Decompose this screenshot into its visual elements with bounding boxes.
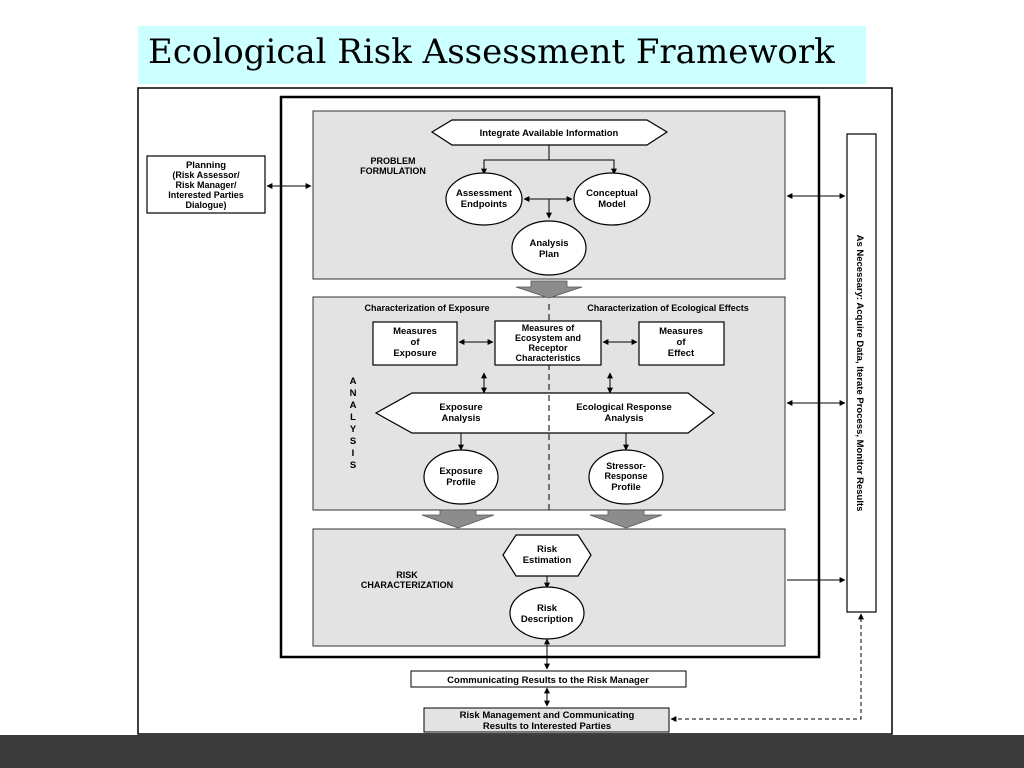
exposure-profile-line-2: Profile bbox=[446, 477, 476, 488]
pf-label-1: PROBLEM bbox=[371, 156, 416, 166]
slide-title: Ecological Risk Assessment Framework bbox=[148, 32, 835, 72]
exposure-analysis-line-1: Exposure bbox=[439, 402, 482, 413]
bottom-frame bbox=[0, 735, 1024, 768]
risk-management-line-1: Risk Management and Communicating bbox=[460, 710, 635, 721]
analysis-letter: A bbox=[350, 400, 357, 411]
communicating-label: Communicating Results to the Risk Manage… bbox=[447, 675, 649, 686]
planning-line-3: Risk Manager/ bbox=[175, 180, 237, 190]
risk-management-line-2: Results to Interested Parties bbox=[483, 721, 611, 732]
analysis-letter: L bbox=[350, 412, 356, 423]
measures-ecosystem-line-1: Measures of bbox=[522, 323, 576, 333]
char-effects-heading: Characterization of Ecological Effects bbox=[587, 303, 749, 313]
stressor-response-ellipse bbox=[588, 449, 664, 505]
rc-label-1: RISK bbox=[396, 570, 418, 580]
conceptual-model-ellipse bbox=[573, 172, 651, 226]
arrow-to-endpoints bbox=[481, 145, 550, 175]
measures-effect-line-1: Measures bbox=[659, 326, 703, 337]
measures-ecosystem-line-3: Receptor bbox=[528, 343, 568, 353]
integrate-info-hexagon bbox=[430, 119, 669, 146]
analysis-letter: Y bbox=[350, 424, 357, 435]
char-exposure-heading: Characterization of Exposure bbox=[364, 303, 489, 313]
management-feedback-dashed bbox=[670, 613, 864, 722]
pf-label-2: FORMULATION bbox=[360, 166, 426, 176]
planning-box bbox=[146, 155, 266, 214]
measures-exposure-line-3: Exposure bbox=[393, 348, 436, 359]
planning-line-4: Interested Parties bbox=[168, 190, 244, 200]
measures-effect-box bbox=[638, 321, 725, 366]
risk-description-line-1: Risk bbox=[537, 603, 558, 614]
endpoints-line-1: Assessment bbox=[456, 188, 513, 199]
analysis-letter: I bbox=[352, 448, 355, 459]
analysis-vertical-label: A N A L Y S I S bbox=[350, 376, 357, 471]
model-line-1: Conceptual bbox=[586, 188, 638, 199]
planning-line-1: Planning bbox=[186, 160, 226, 171]
risk-description-line-2: Description bbox=[521, 614, 573, 625]
measures-ecosystem-line-4: Characteristics bbox=[515, 353, 580, 363]
planning-line-5: Dialogue) bbox=[185, 200, 226, 210]
analysis-letter: S bbox=[350, 460, 356, 471]
assessment-endpoints-ellipse bbox=[445, 172, 523, 226]
exposure-profile-line-1: Exposure bbox=[439, 466, 482, 477]
measures-effect-line-3: Effect bbox=[668, 348, 695, 359]
exposure-profile-ellipse bbox=[423, 449, 499, 505]
risk-estimation-line-2: Estimation bbox=[523, 555, 572, 566]
measures-ecosystem-line-2: Ecosystem and bbox=[515, 333, 581, 343]
flow-arrow-effects-risk bbox=[589, 509, 663, 529]
endpoints-line-2: Endpoints bbox=[461, 199, 507, 210]
plan-line-1: Analysis bbox=[529, 238, 568, 249]
measures-exposure-line-1: Measures bbox=[393, 326, 437, 337]
planning-line-2: (Risk Assessor/ bbox=[172, 170, 240, 180]
risk-estimation-line-1: Risk bbox=[537, 544, 558, 555]
model-line-2: Model bbox=[598, 199, 625, 210]
iteration-side-bar bbox=[846, 133, 877, 613]
measures-effect-line-2: of bbox=[677, 337, 687, 348]
analysis-plan-ellipse bbox=[511, 220, 587, 276]
arrow-to-model bbox=[549, 159, 617, 175]
integrate-info-label: Integrate Available Information bbox=[480, 128, 619, 139]
analysis-letter: N bbox=[350, 388, 357, 399]
analysis-letter: S bbox=[350, 436, 356, 447]
rc-label-2: CHARACTERIZATION bbox=[361, 580, 453, 590]
analysis-letter: A bbox=[350, 376, 357, 387]
measures-ecosystem-box bbox=[494, 320, 602, 366]
ecological-response-line-1: Ecological Response bbox=[576, 402, 672, 413]
flow-arrow-pf-analysis bbox=[515, 280, 583, 299]
flow-arrow-exposure-risk bbox=[421, 509, 495, 529]
analysis-hexagon bbox=[374, 392, 715, 434]
side-bar-text: As Necessary: Acquire Data, Iterate Proc… bbox=[854, 235, 865, 512]
plan-line-2: Plan bbox=[539, 249, 559, 260]
title-banner: Ecological Risk Assessment Framework bbox=[138, 26, 866, 84]
stressor-response-line-2: Response bbox=[604, 471, 647, 481]
stressor-response-line-3: Profile bbox=[611, 482, 641, 493]
risk-estimation-hexagon bbox=[502, 534, 592, 577]
risk-management-box bbox=[423, 707, 670, 733]
measures-exposure-line-2: of bbox=[411, 337, 421, 348]
ecological-response-line-2: Analysis bbox=[604, 413, 643, 424]
measures-exposure-box bbox=[372, 321, 458, 366]
stressor-response-line-1: Stressor- bbox=[606, 461, 646, 471]
exposure-analysis-line-2: Analysis bbox=[441, 413, 480, 424]
